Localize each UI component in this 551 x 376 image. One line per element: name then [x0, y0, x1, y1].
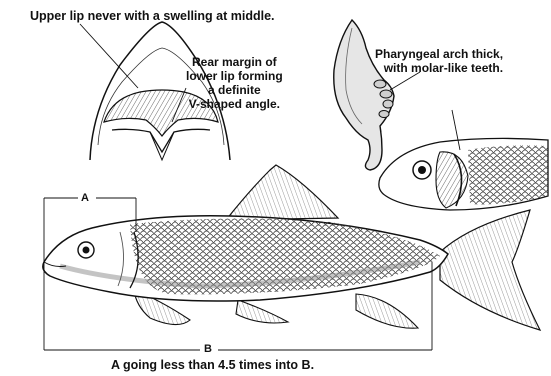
rear-margin-line-4: V-shaped angle.	[186, 97, 283, 111]
measure-b-label: B	[204, 342, 212, 356]
rear-margin-line-1: Rear margin of	[186, 55, 283, 69]
pharyngeal-arch-label: Pharyngeal arch thick, with molar-like t…	[375, 47, 503, 75]
measure-a-label: A	[81, 191, 89, 205]
upper-lip-label: Upper lip never with a swelling at middl…	[30, 9, 275, 23]
pharyngeal-arch	[334, 20, 420, 170]
rear-margin-label: Rear margin of lower lip forming a defin…	[186, 55, 283, 111]
caption: A going less than 4.5 times into B.	[111, 358, 314, 372]
pharyngeal-line-2: with molar-like teeth.	[375, 61, 503, 75]
pharyngeal-line-1: Pharyngeal arch thick,	[375, 47, 503, 61]
rear-margin-line-3: a definite	[186, 83, 283, 97]
rear-margin-line-2: lower lip forming	[186, 69, 283, 83]
fish-head-detail	[379, 110, 548, 210]
